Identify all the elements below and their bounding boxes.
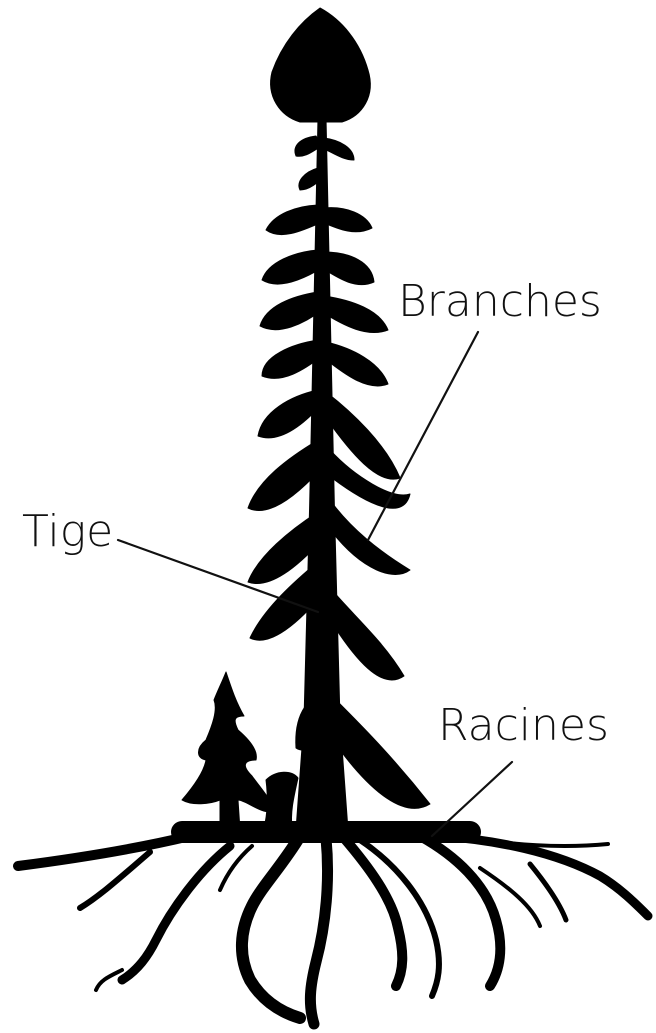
small-spruce-silhouette-icon <box>182 672 298 830</box>
tige-label: Tige <box>22 506 113 557</box>
spruce-tree-silhouette-icon <box>248 8 430 830</box>
racines-label: Racines <box>438 700 609 751</box>
branches-leader-line <box>368 332 478 540</box>
root-system-icon <box>18 832 648 1024</box>
branches-label: Branches <box>398 276 602 327</box>
